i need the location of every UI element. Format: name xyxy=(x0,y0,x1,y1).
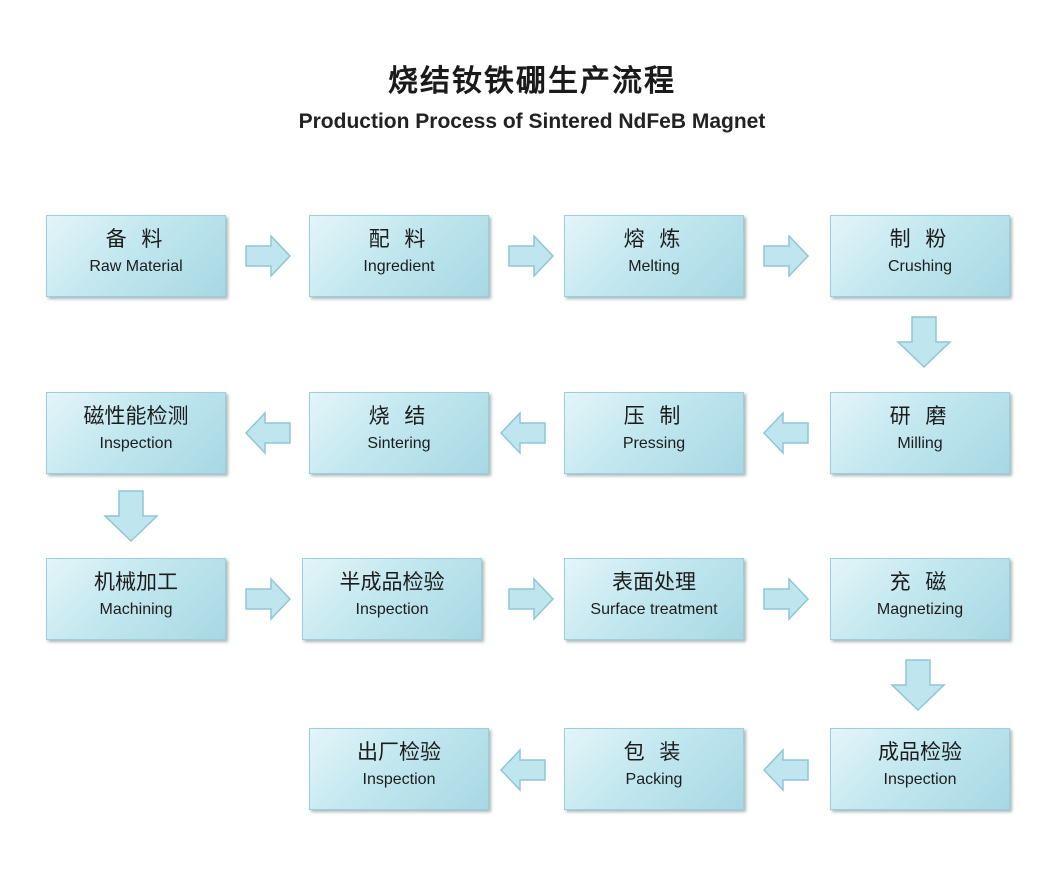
step-outgoing-inspection: 出厂检验 Inspection xyxy=(309,728,489,810)
step-label-cn: 机械加工 xyxy=(94,570,178,594)
step-crushing: 制 粉 Crushing xyxy=(830,215,1010,297)
step-magnetic-inspection: 磁性能检测 Inspection xyxy=(46,392,226,474)
step-label-en: Ingredient xyxy=(363,258,435,275)
arrow-right-icon xyxy=(763,577,810,621)
step-label-cn: 充 磁 xyxy=(889,570,951,594)
step-ingredient: 配 料 Ingredient xyxy=(309,215,489,297)
step-label-cn: 烧 结 xyxy=(368,404,430,428)
step-label-en: Melting xyxy=(628,258,680,275)
step-machining: 机械加工 Machining xyxy=(46,558,226,640)
step-label-en: Inspection xyxy=(362,771,436,788)
title-english: Production Process of Sintered NdFeB Mag… xyxy=(298,110,766,133)
step-label-en: Inspection xyxy=(883,771,957,788)
step-packing: 包 装 Packing xyxy=(564,728,744,810)
step-label-cn: 备 料 xyxy=(105,227,167,251)
step-milling: 研 磨 Milling xyxy=(830,392,1010,474)
arrow-right-icon xyxy=(763,234,810,278)
step-final-inspection: 成品检验 Inspection xyxy=(830,728,1010,810)
step-label-cn: 研 磨 xyxy=(889,404,951,428)
arrow-down-icon xyxy=(103,490,159,543)
step-label-en: Sintering xyxy=(367,435,431,452)
step-label-en: Pressing xyxy=(622,435,686,452)
arrow-left-icon xyxy=(762,748,809,792)
step-label-en: Magnetizing xyxy=(876,601,964,618)
arrow-left-icon xyxy=(762,411,809,455)
step-label-cn: 出厂检验 xyxy=(357,740,441,764)
step-label-cn: 压 制 xyxy=(623,404,685,428)
step-label-cn: 包 装 xyxy=(623,740,685,764)
step-surface-treatment: 表面处理 Surface treatment xyxy=(564,558,744,640)
step-sintering: 烧 结 Sintering xyxy=(309,392,489,474)
step-magnetizing: 充 磁 Magnetizing xyxy=(830,558,1010,640)
arrow-down-icon xyxy=(896,316,952,369)
arrow-down-icon xyxy=(890,659,946,712)
arrow-right-icon xyxy=(508,577,555,621)
step-label-en: Inspection xyxy=(355,601,429,618)
step-label-en: Packing xyxy=(625,771,683,788)
step-label-cn: 磁性能检测 xyxy=(83,404,189,428)
step-label-cn: 表面处理 xyxy=(612,570,696,594)
title-chinese: 烧结钕铁硼生产流程 xyxy=(388,64,676,99)
step-melting: 熔 炼 Melting xyxy=(564,215,744,297)
step-label-cn: 制 粉 xyxy=(889,227,951,251)
step-pressing: 压 制 Pressing xyxy=(564,392,744,474)
step-label-en: Crushing xyxy=(887,258,953,275)
step-label-cn: 成品检验 xyxy=(878,740,962,764)
step-label-en: Machining xyxy=(99,601,173,618)
step-label-cn: 配 料 xyxy=(368,227,430,251)
arrow-left-icon xyxy=(244,411,291,455)
arrow-right-icon xyxy=(245,577,292,621)
arrow-right-icon xyxy=(508,234,555,278)
step-semi-finished-inspection: 半成品检验 Inspection xyxy=(302,558,482,640)
arrow-left-icon xyxy=(499,748,546,792)
step-label-en: Surface treatment xyxy=(590,601,718,618)
step-raw-material: 备 料 Raw Material xyxy=(46,215,226,297)
arrow-left-icon xyxy=(499,411,546,455)
arrow-right-icon xyxy=(245,234,292,278)
step-label-cn: 半成品检验 xyxy=(339,570,445,594)
step-label-cn: 熔 炼 xyxy=(623,227,685,251)
step-label-en: Milling xyxy=(897,435,943,452)
step-label-en: Inspection xyxy=(99,435,173,452)
step-label-en: Raw Material xyxy=(89,258,183,275)
